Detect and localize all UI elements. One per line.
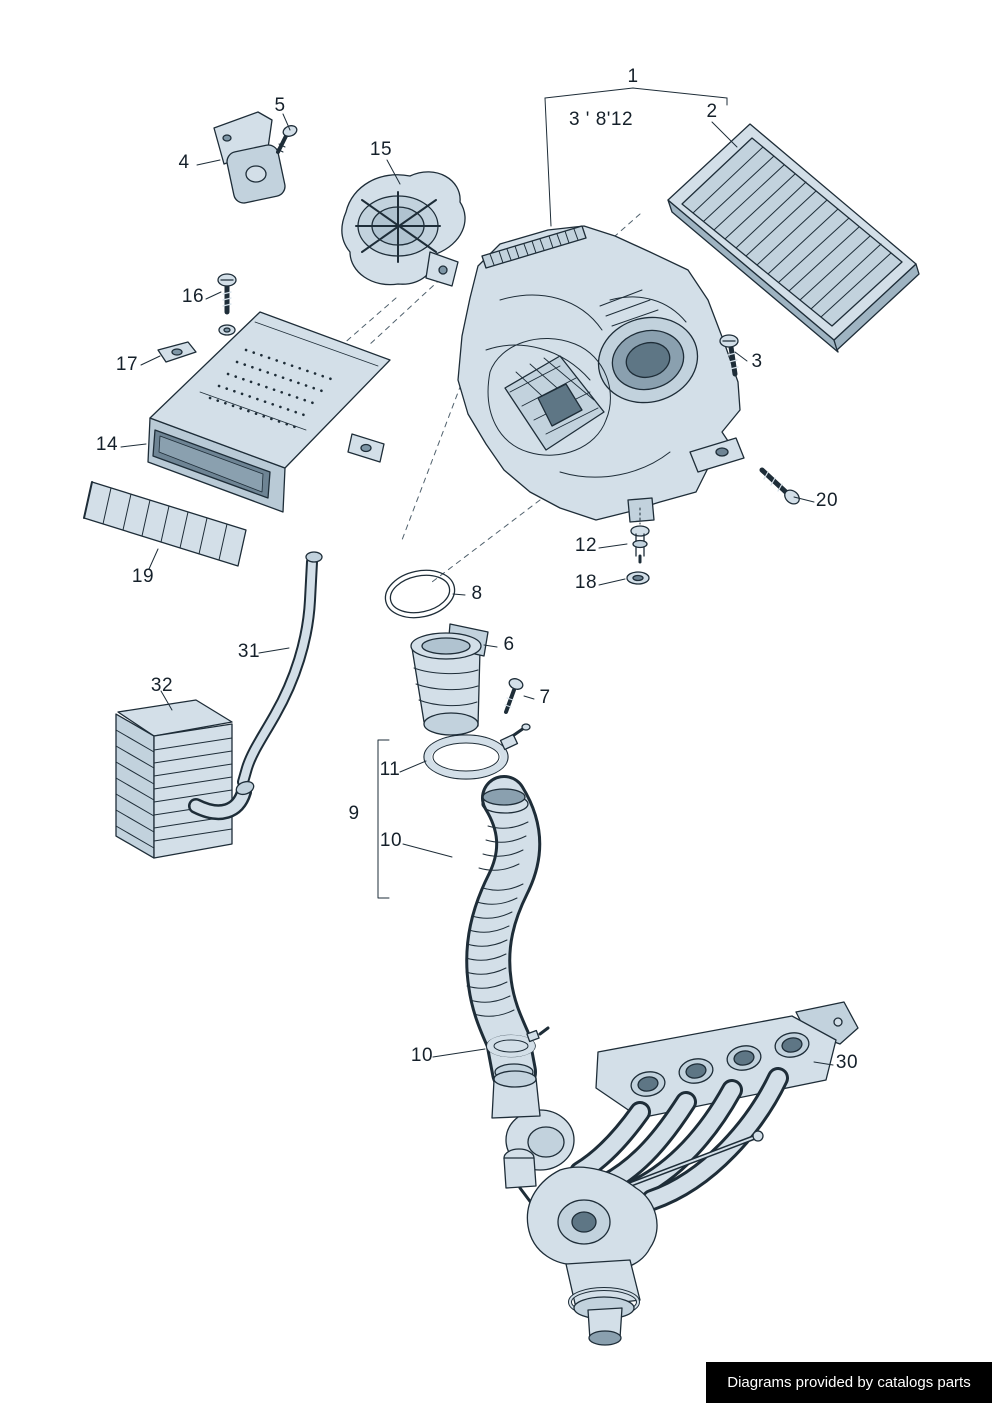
- screw-5-illustration: [276, 125, 298, 154]
- lower-cover-19-illustration: [83, 481, 247, 567]
- exhaust-manifold-turbo-30-illustration: [491, 1001, 859, 1346]
- footer-credit-bar: Diagrams provided by catalogs parts: [706, 1362, 992, 1403]
- o-ring-8-illustration: [384, 569, 456, 619]
- intake-duct-14-illustration: [147, 311, 391, 513]
- callout-leader-lines: [120, 87, 834, 1066]
- mounting-bracket-illustration: [213, 111, 286, 204]
- intake-hose-10-illustration: [465, 775, 542, 1095]
- screw-16-illustration: [217, 273, 237, 336]
- drain-valve-12-illustration: [630, 525, 650, 564]
- grommet-18-illustration: [626, 571, 650, 585]
- footer-credit-text: Diagrams provided by catalogs parts: [727, 1374, 971, 1391]
- maf-sensor-6-illustration: [410, 623, 489, 736]
- screw-7-illustration: [504, 678, 524, 714]
- hose-clamp-11-illustration: [423, 723, 531, 780]
- intake-duct-15-illustration: [341, 171, 466, 287]
- breather-pipe-31-illustration: [237, 551, 323, 788]
- screw-20-illustration: [759, 467, 800, 505]
- washer-17-illustration: [157, 341, 197, 363]
- air-cleaner-housing-illustration: [457, 225, 745, 525]
- air-filter-element-illustration: [667, 123, 920, 353]
- resonator-32-illustration: [115, 699, 255, 859]
- screw-3-illustration: [719, 334, 739, 377]
- hose-clamp-10-illustration: [486, 1026, 550, 1058]
